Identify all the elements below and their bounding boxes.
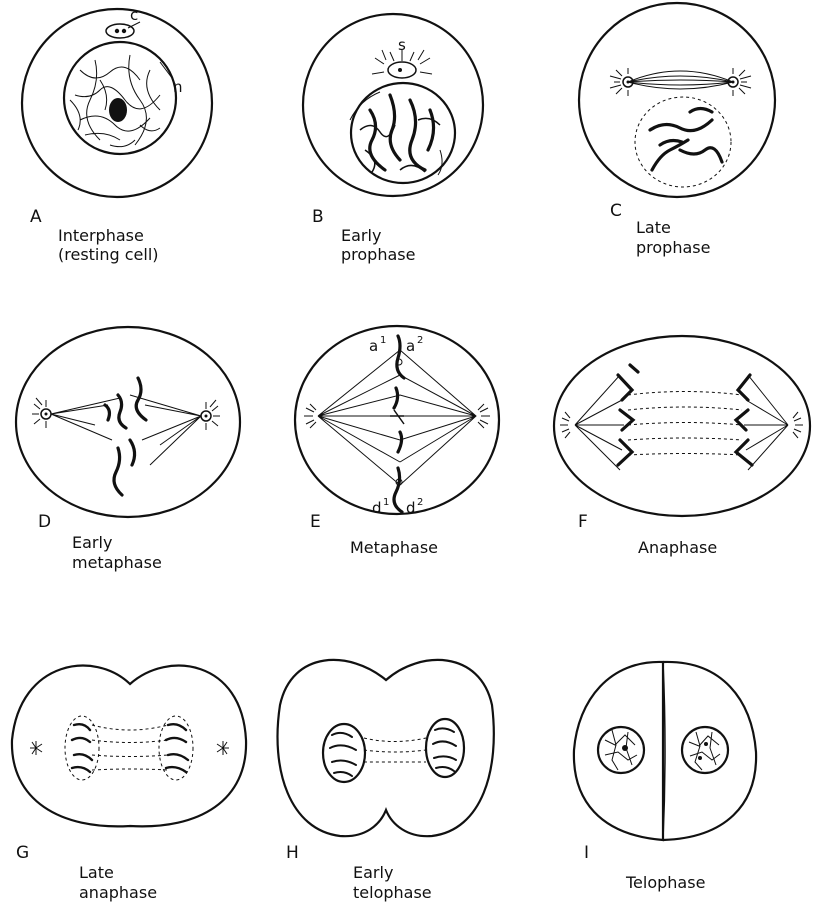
caption-b-line1: Early <box>341 226 381 245</box>
nucleolus <box>109 98 127 122</box>
label-a1-sup: 1 <box>380 335 386 346</box>
label-c: c <box>130 6 138 24</box>
panel-b: s B Early prophase <box>303 14 483 264</box>
panel-g: G Late anaphase <box>12 666 246 902</box>
caption-g-line2: anaphase <box>79 883 157 902</box>
caption-c-line2: prophase <box>636 238 710 257</box>
daughter-cell-left <box>574 662 663 840</box>
label-d2-sup: 2 <box>417 497 423 508</box>
caption-a-line1: Interphase <box>58 226 144 245</box>
caption-e-line1: Metaphase <box>350 538 438 557</box>
spindle <box>30 725 229 770</box>
nucleus <box>64 42 176 154</box>
panel-letter-e: E <box>310 512 321 532</box>
cell-membrane <box>278 660 494 836</box>
spindle <box>32 395 220 465</box>
panel-i: I Telophase <box>574 662 756 892</box>
centrosome <box>372 50 432 78</box>
caption-b-line2: prophase <box>341 245 415 264</box>
panel-letter-c: C <box>610 201 622 221</box>
caption-i-line1: Telophase <box>625 873 705 892</box>
panel-a: c n A Interphase (resting cell) <box>22 6 212 264</box>
label-a2-sup: 2 <box>417 335 423 346</box>
caption-h-line1: Early <box>353 863 393 882</box>
label-n: n <box>173 78 183 96</box>
chromosomes <box>618 365 752 465</box>
panel-c: C Late prophase <box>579 3 775 257</box>
caption-c-line1: Late <box>636 218 671 237</box>
spindle <box>560 375 803 470</box>
caption-h-line2: telophase <box>353 883 432 902</box>
caption-f-line1: Anaphase <box>638 538 717 557</box>
label-a1: a <box>369 337 378 355</box>
label-s: s <box>398 36 406 54</box>
caption-a-line2: (resting cell) <box>58 245 159 264</box>
panel-letter-h: H <box>286 843 299 863</box>
spindle-remnant <box>364 738 426 762</box>
panel-letter-i: I <box>584 843 589 863</box>
caption-g-line1: Late <box>79 863 114 882</box>
nucleus <box>350 83 455 183</box>
panel-letter-d: D <box>38 512 51 532</box>
spindle <box>610 68 751 96</box>
daughter-nuclei <box>323 719 464 782</box>
daughter-chromosomes <box>65 716 193 780</box>
panel-h: H Early telophase <box>278 660 494 902</box>
panel-letter-a: A <box>30 207 42 227</box>
label-d1-sup: 1 <box>383 497 389 508</box>
label-d2: d <box>406 499 416 517</box>
panel-letter-b: B <box>312 207 324 227</box>
centrosome <box>106 24 134 38</box>
cell-membrane <box>554 336 810 516</box>
chromosomes <box>105 378 146 495</box>
label-a2: a <box>406 337 415 355</box>
chromosomes <box>390 336 404 512</box>
panel-letter-f: F <box>578 512 588 532</box>
cell-membrane <box>12 666 246 827</box>
chromosomes <box>650 109 722 171</box>
caption-d-line2: metaphase <box>72 553 162 572</box>
cell-membrane <box>16 327 240 517</box>
panel-d: D Early metaphase <box>16 327 240 572</box>
label-d1: d <box>372 499 382 517</box>
panel-e: a 1 a 2 d 1 d 2 E Metaphase <box>295 326 499 557</box>
panel-letter-g: G <box>16 843 29 863</box>
daughter-cell-right <box>663 662 756 840</box>
cell-membrane <box>579 3 775 197</box>
panel-f: F Anaphase <box>554 336 810 557</box>
caption-d-line1: Early <box>72 533 112 552</box>
